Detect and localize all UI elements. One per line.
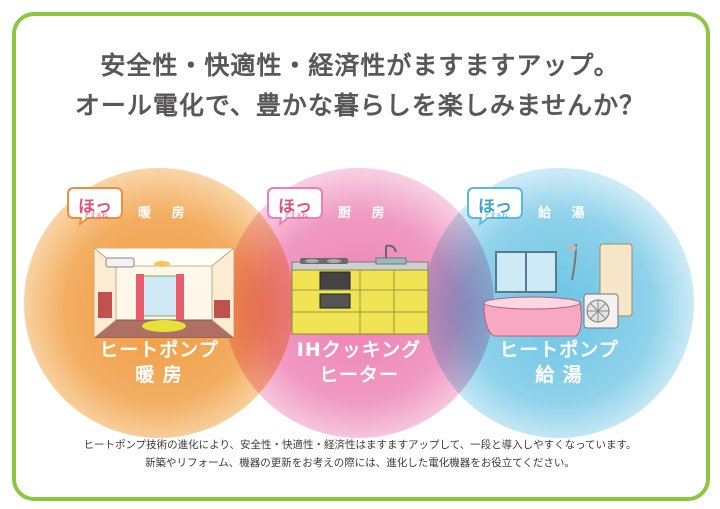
feature-line-1: IHクッキング — [296, 339, 422, 361]
badge-hot-text: ほっ — [78, 197, 112, 217]
feature-heat-pump-water: ヒートポンプ 給 湯 — [459, 338, 659, 388]
speech-bubble-icon — [267, 187, 323, 227]
feature-line-1: ヒートポンプ — [499, 339, 619, 361]
hot-badge-kitchen: ほっ とするね — [266, 184, 324, 230]
heat-pump-water-heater-illustration — [483, 243, 633, 337]
footer-text-line-2: 新築やリフォーム、機器の更新をお考えの際には、進化した電化機器をお役立てください… — [145, 457, 575, 469]
badge-sub-text: とするね — [484, 213, 508, 220]
badge-hot-text: ほっ — [278, 197, 312, 217]
feature-line-2: ヒーター — [318, 364, 399, 386]
heated-room-illustration — [94, 248, 234, 338]
speech-bubble-icon — [67, 187, 123, 227]
feature-line-1: ヒートポンプ — [99, 339, 219, 361]
feature-line-2: 給 湯 — [535, 364, 583, 386]
footer-text-line-1: ヒートポンプ技術の進化により、安全性・快適性・経済性はますますアップして、一段と… — [83, 439, 637, 451]
badge-sub-text: とするね — [284, 213, 308, 220]
headline-line-1: 安全性・快適性・経済性がますますアップ。 — [100, 51, 620, 80]
badge-hot-text: ほっ — [478, 197, 512, 217]
hot-badge-water: ほっ とするね — [466, 184, 524, 230]
headline-line-2: オール電化で、豊かな暮らしを楽しみませんか？ — [74, 91, 646, 120]
badge-sub-text: とするね — [84, 213, 108, 220]
ih-kitchen-illustration — [291, 244, 429, 335]
feature-heat-pump-heating: ヒートポンプ 暖 房 — [59, 338, 259, 388]
feature-line-2: 暖 房 — [135, 364, 183, 386]
speech-bubble-icon — [467, 187, 523, 227]
feature-ih-cooking-heater: IHクッキング ヒーター — [259, 338, 459, 388]
category-label-kitchen: 厨 房 — [338, 206, 393, 221]
category-label-heating: 暖 房 — [138, 206, 193, 221]
hot-badge-heating: ほっ とするね — [66, 184, 124, 230]
category-label-water: 給 湯 — [538, 206, 593, 221]
